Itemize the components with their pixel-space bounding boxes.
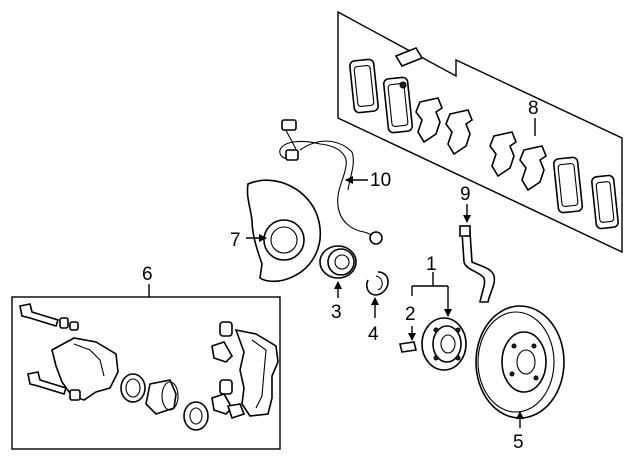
snap-ring: 4 (365, 271, 389, 345)
pad-shim (445, 109, 473, 156)
callout-1: 1 (426, 254, 437, 275)
caliper-piston (145, 379, 177, 415)
pad-shim (489, 131, 517, 178)
pad-shim (519, 145, 547, 192)
wheel-bearing: 3 (319, 245, 357, 323)
brake-pad-kit-group: 8 (337, 10, 623, 254)
brake-pad (591, 174, 619, 230)
callout-5: 5 (513, 432, 524, 453)
sensor-head (369, 231, 383, 245)
callout-7: 7 (230, 230, 241, 251)
caliper-kit-group: 6 (11, 264, 281, 450)
dust-boot (183, 401, 209, 431)
callout-3: 3 (331, 302, 342, 323)
caliper-bolt (27, 371, 68, 395)
callout-6: 6 (142, 264, 153, 285)
callout-8: 8 (528, 98, 539, 119)
brake-rotor: 5 (475, 305, 565, 453)
callout-2: 2 (405, 304, 416, 325)
callout-4: 4 (368, 324, 379, 345)
piston-seal (120, 373, 146, 403)
caliper-bracket (234, 328, 279, 417)
brake-pad (382, 76, 414, 134)
caliper-bolt (19, 303, 60, 327)
pad-shim (415, 97, 443, 144)
sensor-connector (285, 149, 299, 161)
caliper-kit-outline (11, 296, 281, 450)
caliper-housing (51, 337, 119, 401)
brake-pad (552, 156, 584, 214)
hub-assembly: 1 2 (399, 254, 467, 371)
splash-shield: 7 (230, 179, 322, 283)
pad-clip (211, 341, 233, 363)
pad-kit-outline (337, 10, 623, 254)
brake-pad (349, 58, 379, 114)
brake-pad-set (349, 47, 619, 230)
sensor-connector (281, 119, 297, 131)
brake-hose: 9 (459, 184, 496, 303)
wear-clip (394, 47, 424, 67)
callout-9: 9 (460, 184, 471, 205)
callout-10: 10 (370, 170, 391, 191)
abs-sensor-harness: 10 (279, 119, 391, 245)
